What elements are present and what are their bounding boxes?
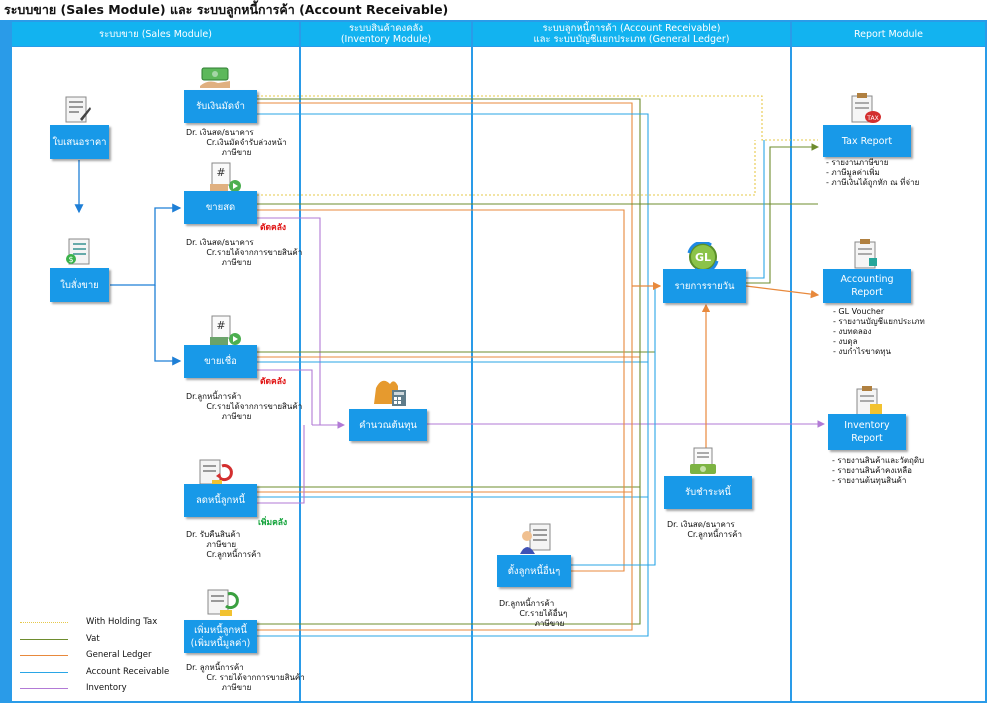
- lane-inventory-header: ระบบสินค้าคงคลัง(Inventory Module): [301, 22, 471, 46]
- list-item: - งบดุล: [833, 337, 858, 346]
- list-item: - ภาษีเงินได้ถูกหัก ณ ที่จ่าย: [826, 178, 920, 187]
- line-ar-deposit: [257, 113, 649, 286]
- legend-wht: With Holding Tax: [20, 616, 157, 628]
- svg-text:$: $: [68, 255, 73, 264]
- gl-icon: GL: [685, 240, 721, 274]
- line-inv-cn: [257, 425, 305, 504]
- line-wht-deposit: [257, 95, 818, 141]
- list-item: - งบกำไรขาดทุน: [833, 347, 891, 356]
- other-receivable-icon: [518, 522, 554, 556]
- debit-note-entry-note: Dr. ลูกหนี้การค้า Cr. รายได้จากการขายสิน…: [186, 663, 305, 692]
- stock-cut-label-1: ตัดคลัง: [260, 223, 287, 233]
- other-receivable-entry-note: Dr.ลูกหนี้การค้า Cr.รายได้อื่นๆ ภาษีขาย: [499, 599, 568, 628]
- legend-line-inventory: [20, 687, 68, 689]
- arrow-journal-to-accounting: [745, 285, 820, 299]
- list-item: - ภาษีมูลค่าเพิ่ม: [826, 168, 880, 177]
- line-vat-deposit: [257, 98, 641, 286]
- line-vat-dn: [257, 286, 641, 625]
- daily-journal-box[interactable]: รายการรายวัน: [663, 269, 746, 303]
- debit-note-box[interactable]: เพิ่มหนี้ลูกหนี้(เพิ่มหนี้มูลค่า): [184, 620, 257, 653]
- arrow-order-to-credit: [154, 285, 182, 366]
- lane-ar-gl-header: ระบบลูกหนี้การค้า (Account Receivable)แล…: [473, 22, 790, 46]
- page-title: ระบบขาย (Sales Module) และ ระบบลูกหนี้กา…: [4, 2, 449, 17]
- receive-payment-entry-note: Dr. เงินสด/ธนาคาร Cr.ลูกหนี้การค้า: [667, 520, 742, 539]
- quotation-box[interactable]: ใบเสนอราคา: [50, 125, 109, 159]
- credit-note-entry-note: Dr. รับคืนสินค้า ภาษีขาย Cr.ลูกหนี้การค้…: [186, 530, 261, 559]
- svg-text:TAX: TAX: [866, 115, 878, 122]
- cash-sale-icon: #: [208, 162, 242, 194]
- cost-calc-box[interactable]: คำนวณต้นทุน: [349, 409, 427, 441]
- legend-vat: Vat: [20, 633, 100, 645]
- legend-line-ar: [20, 671, 68, 673]
- lane-sales-header: ระบบขาย (Sales Module): [12, 22, 299, 46]
- list-item: - รายงานภาษีขาย: [826, 158, 889, 167]
- list-item: - รายงานบัญชีแยกประเภท: [833, 317, 925, 326]
- legend-line-gl: [20, 654, 68, 656]
- credit-sale-icon: #: [208, 315, 242, 347]
- receive-payment-box[interactable]: รับชำระหนี้: [664, 476, 752, 509]
- deposit-money-icon: [198, 66, 232, 90]
- legend-gl: General Ledger: [20, 649, 152, 661]
- tax-report-list: - รายงานภาษีขาย - ภาษีมูลค่าเพิ่ม - ภาษี…: [826, 158, 919, 188]
- line-inv-credit: [257, 369, 313, 425]
- arrow-journal-to-tax: [746, 143, 820, 284]
- line-gl-other: [571, 286, 625, 572]
- list-item: - รายงานสินค้าคงเหลือ: [832, 466, 912, 475]
- line-wht-cash: [257, 140, 756, 196]
- line-ar-other: [571, 286, 656, 566]
- list-item: - งบทดลอง: [833, 327, 872, 336]
- lane-report-header: Report Module: [792, 22, 985, 46]
- accounting-report-list: - GL Voucher - รายงานบัญชีแยกประเภท - งบ…: [833, 307, 925, 357]
- other-receivable-box[interactable]: ตั้งลูกหนี้อื่นๆ: [497, 555, 571, 587]
- credit-note-box[interactable]: ลดหนี้ลูกหนี้: [184, 484, 257, 517]
- svg-text:GL: GL: [695, 251, 711, 264]
- lane-inventory: ระบบสินค้าคงคลัง(Inventory Module): [301, 22, 471, 701]
- inventory-report-list: - รายงานสินค้าและวัตถุดิบ - รายงานสินค้า…: [832, 456, 924, 486]
- tax-report-box[interactable]: Tax Report: [823, 125, 911, 157]
- deposit-box[interactable]: รับเงินมัดจำ: [184, 90, 257, 123]
- credit-sale-entry-note: Dr.ลูกหนี้การค้า Cr.รายได้จากการขายสินค้…: [186, 392, 303, 421]
- line-gl-dn: [257, 286, 633, 631]
- legend-line-vat: [20, 638, 68, 640]
- list-item: - รายงานต้นทุนสินค้า: [832, 476, 907, 485]
- debit-note-icon: [206, 588, 240, 618]
- quotation-icon: [64, 95, 92, 125]
- arrow-order-to-cash: [110, 203, 182, 286]
- legend-inventory: Inventory: [20, 682, 127, 694]
- inventory-report-icon: [853, 385, 885, 417]
- cost-calc-icon: [368, 374, 408, 408]
- cash-sale-box[interactable]: ขายสด: [184, 191, 257, 224]
- cash-sale-entry-note: Dr. เงินสด/ธนาคาร Cr.รายได้จากการขายสินค…: [186, 238, 303, 267]
- tax-report-icon: TAX: [846, 92, 882, 126]
- line-inv-cash: [257, 217, 321, 425]
- svg-text:#: #: [216, 319, 225, 332]
- line-gl-deposit: [257, 102, 633, 286]
- sales-order-box[interactable]: ใบสั่งขาย: [50, 268, 109, 302]
- legend-ar: Account Receivable: [20, 666, 169, 678]
- svg-text:#: #: [216, 166, 225, 179]
- sales-order-icon: $: [64, 237, 92, 267]
- list-item: - GL Voucher: [833, 307, 885, 316]
- list-item: - รายงานสินค้าและวัตถุดิบ: [832, 456, 925, 465]
- stock-cut-label-2: ตัดคลัง: [260, 377, 287, 387]
- stock-add-label: เพิ่มคลัง: [258, 518, 288, 528]
- arrow-vat-to-tax: [746, 140, 765, 279]
- deposit-entry-note: Dr. เงินสด/ธนาคาร Cr.เงินมัดจำรับล่วงหน้…: [186, 128, 287, 157]
- credit-sale-box[interactable]: ขายเชื่อ: [184, 345, 257, 378]
- accounting-report-icon: [851, 238, 881, 270]
- line-gl-cash: [257, 209, 625, 286]
- receive-payment-icon: [688, 446, 720, 476]
- legend-line-wht: [20, 621, 68, 623]
- line-ar-dn: [257, 286, 649, 637]
